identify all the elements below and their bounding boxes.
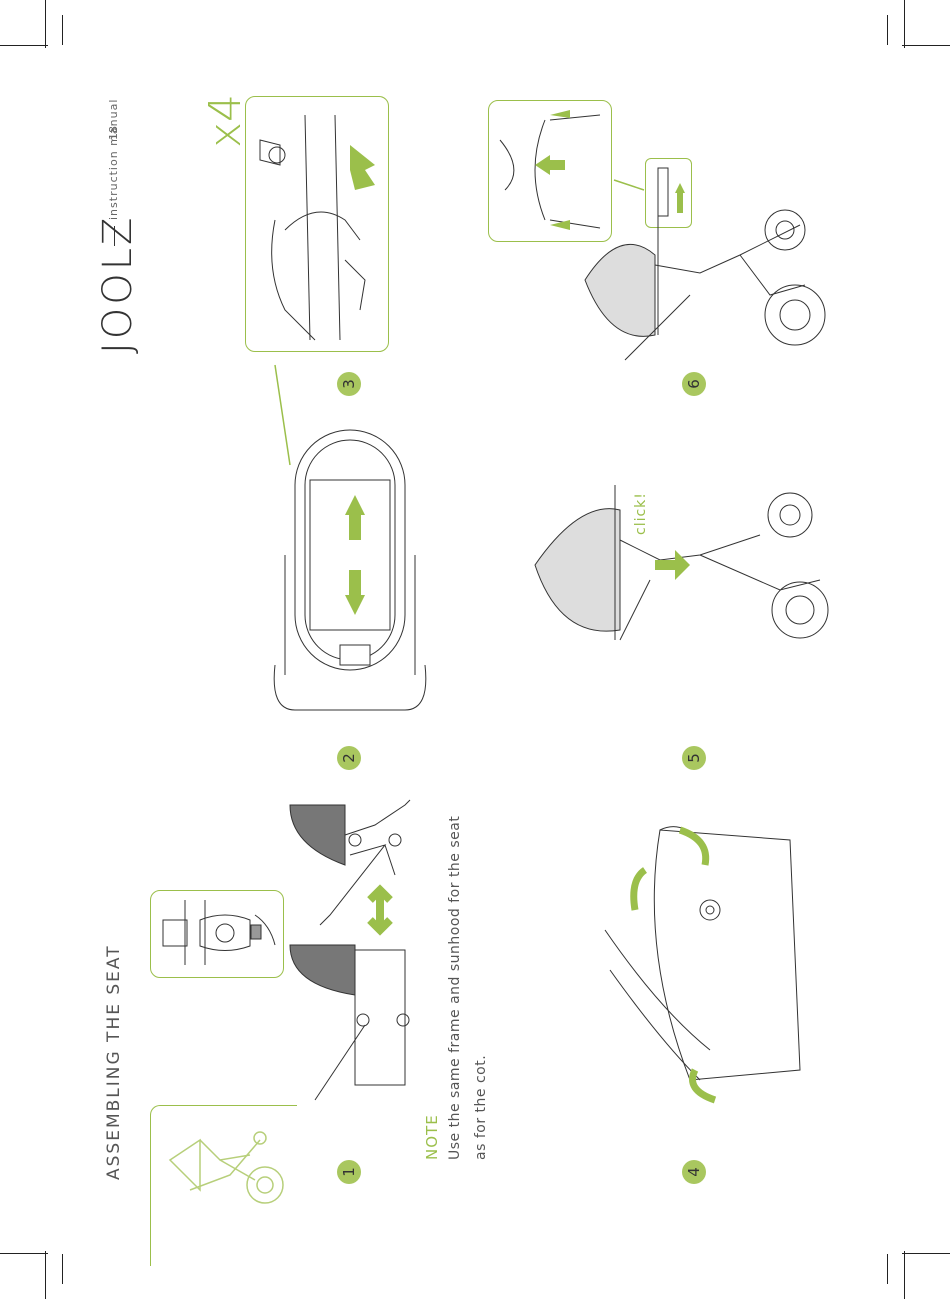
crop-mark [62,15,63,45]
step-number-6: 6 [682,372,706,396]
crop-mark [904,1251,905,1299]
step-number-2: 2 [337,746,361,770]
multiplier-label: x4 [200,94,251,148]
brand-logo: JOOLZ [95,215,141,354]
note-label: NOTE [423,1114,441,1160]
callout-line [612,178,647,193]
seat-click-illustration [520,480,830,660]
stroller-overview-illustration [160,1120,290,1230]
step-number-5: 5 [682,746,706,770]
step-number-4: 4 [682,1160,706,1184]
release-detail-illustration [255,110,380,340]
section-title: ASSEMBLING THE SEAT [104,944,124,1180]
crop-mark [0,45,48,46]
callout-line [270,360,300,470]
manual-label: instruction manual [107,99,120,220]
crop-mark [902,1253,950,1254]
connector-detail-illustration [155,895,277,971]
note-text-line1: Use the same frame and sunhood for the s… [447,816,463,1160]
crop-mark [902,45,950,46]
crop-mark [45,1251,46,1299]
seat-attach-illustration [285,795,425,1115]
note-text-line2: as for the cot. [473,1055,489,1160]
step-number-1: 1 [337,1160,361,1184]
divider [114,226,115,246]
crop-mark [887,15,888,45]
page-number: 18 [107,126,120,140]
crop-mark [904,0,905,48]
step-number-3: 3 [337,372,361,396]
crop-mark [0,1253,48,1254]
crop-mark [887,1254,888,1284]
crop-mark [62,1254,63,1284]
crop-mark [45,0,46,48]
handle-rotate-illustration [600,810,810,1110]
stroller-handle-illustration [580,195,830,370]
